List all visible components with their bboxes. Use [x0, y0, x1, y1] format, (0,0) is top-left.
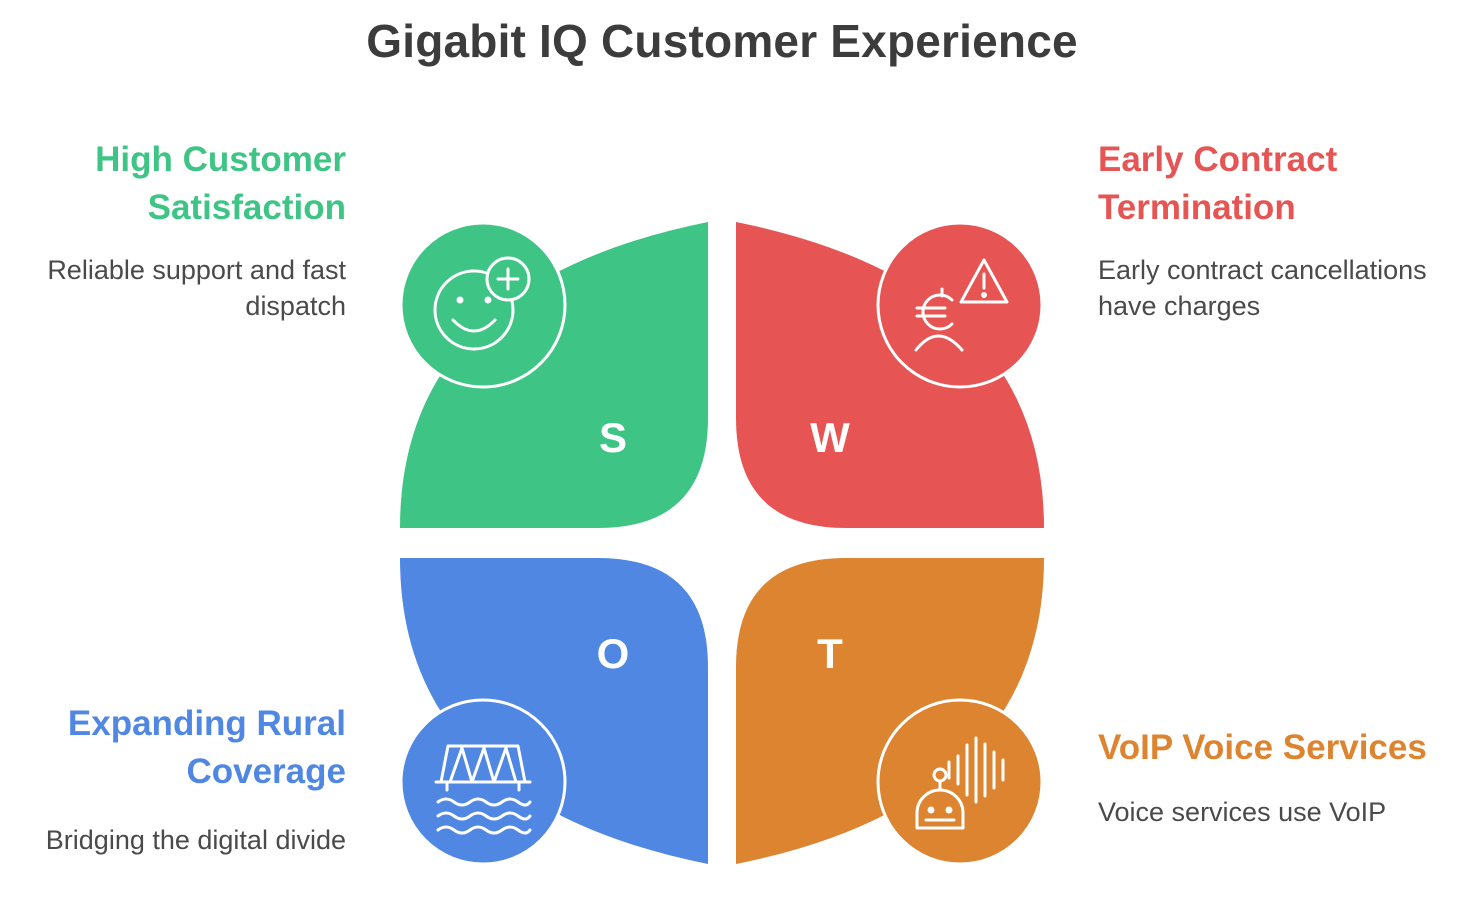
smiley-plus-icon — [433, 256, 531, 351]
weaknesses-heading-line2: Termination — [1098, 188, 1296, 227]
threats-letter: T — [817, 630, 843, 677]
opportunities-text: Expanding Rural Coverage Bridging the di… — [0, 700, 346, 858]
strengths-desc-line2: dispatch — [245, 291, 346, 321]
weaknesses-text: Early Contract Termination Early contrac… — [1098, 136, 1473, 324]
weaknesses-heading-line1: Early Contract — [1098, 140, 1338, 179]
weaknesses-description: Early contract cancellations have charge… — [1098, 252, 1473, 324]
threats-icon-badge — [876, 698, 1044, 866]
opportunities-petal — [400, 558, 708, 864]
opportunities-heading: Expanding Rural Coverage — [0, 700, 346, 796]
page-title: Gigabit IQ Customer Experience — [366, 15, 1078, 67]
weaknesses-heading: Early Contract Termination — [1098, 136, 1473, 232]
opportunities-heading-line1: Expanding Rural — [67, 704, 346, 743]
bridge-icon — [434, 744, 532, 835]
robot-soundwave-icon — [915, 736, 1005, 830]
strengths-text: High Customer Satisfaction Reliable supp… — [0, 136, 346, 324]
opportunities-icon-badge — [399, 698, 567, 866]
strengths-heading: High Customer Satisfaction — [0, 136, 346, 232]
strengths-petal — [400, 222, 708, 528]
opportunities-description: Bridging the digital divide — [0, 822, 346, 858]
weaknesses-icon-badge — [876, 221, 1044, 389]
opportunities-heading-line2: Coverage — [186, 752, 346, 791]
person-euro-warning-icon — [914, 258, 1009, 352]
strengths-heading-line2: Satisfaction — [147, 188, 346, 227]
strengths-letter: S — [599, 414, 627, 461]
strengths-description: Reliable support and fast dispatch — [0, 252, 346, 324]
weaknesses-desc-line2: have charges — [1098, 291, 1261, 321]
opportunities-desc-line1: Bridging the digital divide — [45, 825, 346, 855]
strengths-desc-line1: Reliable support and fast — [47, 255, 346, 285]
threats-heading: VoIP Voice Services — [1098, 724, 1473, 772]
strengths-icon-badge — [399, 221, 567, 389]
threats-desc-line1: Voice services use VoIP — [1098, 797, 1387, 827]
weaknesses-desc-line1: Early contract cancellations — [1098, 255, 1427, 285]
opportunities-letter: O — [597, 630, 630, 677]
threats-text: VoIP Voice Services Voice services use V… — [1098, 724, 1473, 830]
threats-description: Voice services use VoIP — [1098, 794, 1473, 830]
weaknesses-petal — [736, 222, 1044, 528]
threats-heading-line1: VoIP Voice Services — [1098, 728, 1427, 767]
threats-petal — [736, 558, 1044, 864]
strengths-heading-line1: High Customer — [95, 140, 346, 179]
weaknesses-letter: W — [810, 414, 850, 461]
